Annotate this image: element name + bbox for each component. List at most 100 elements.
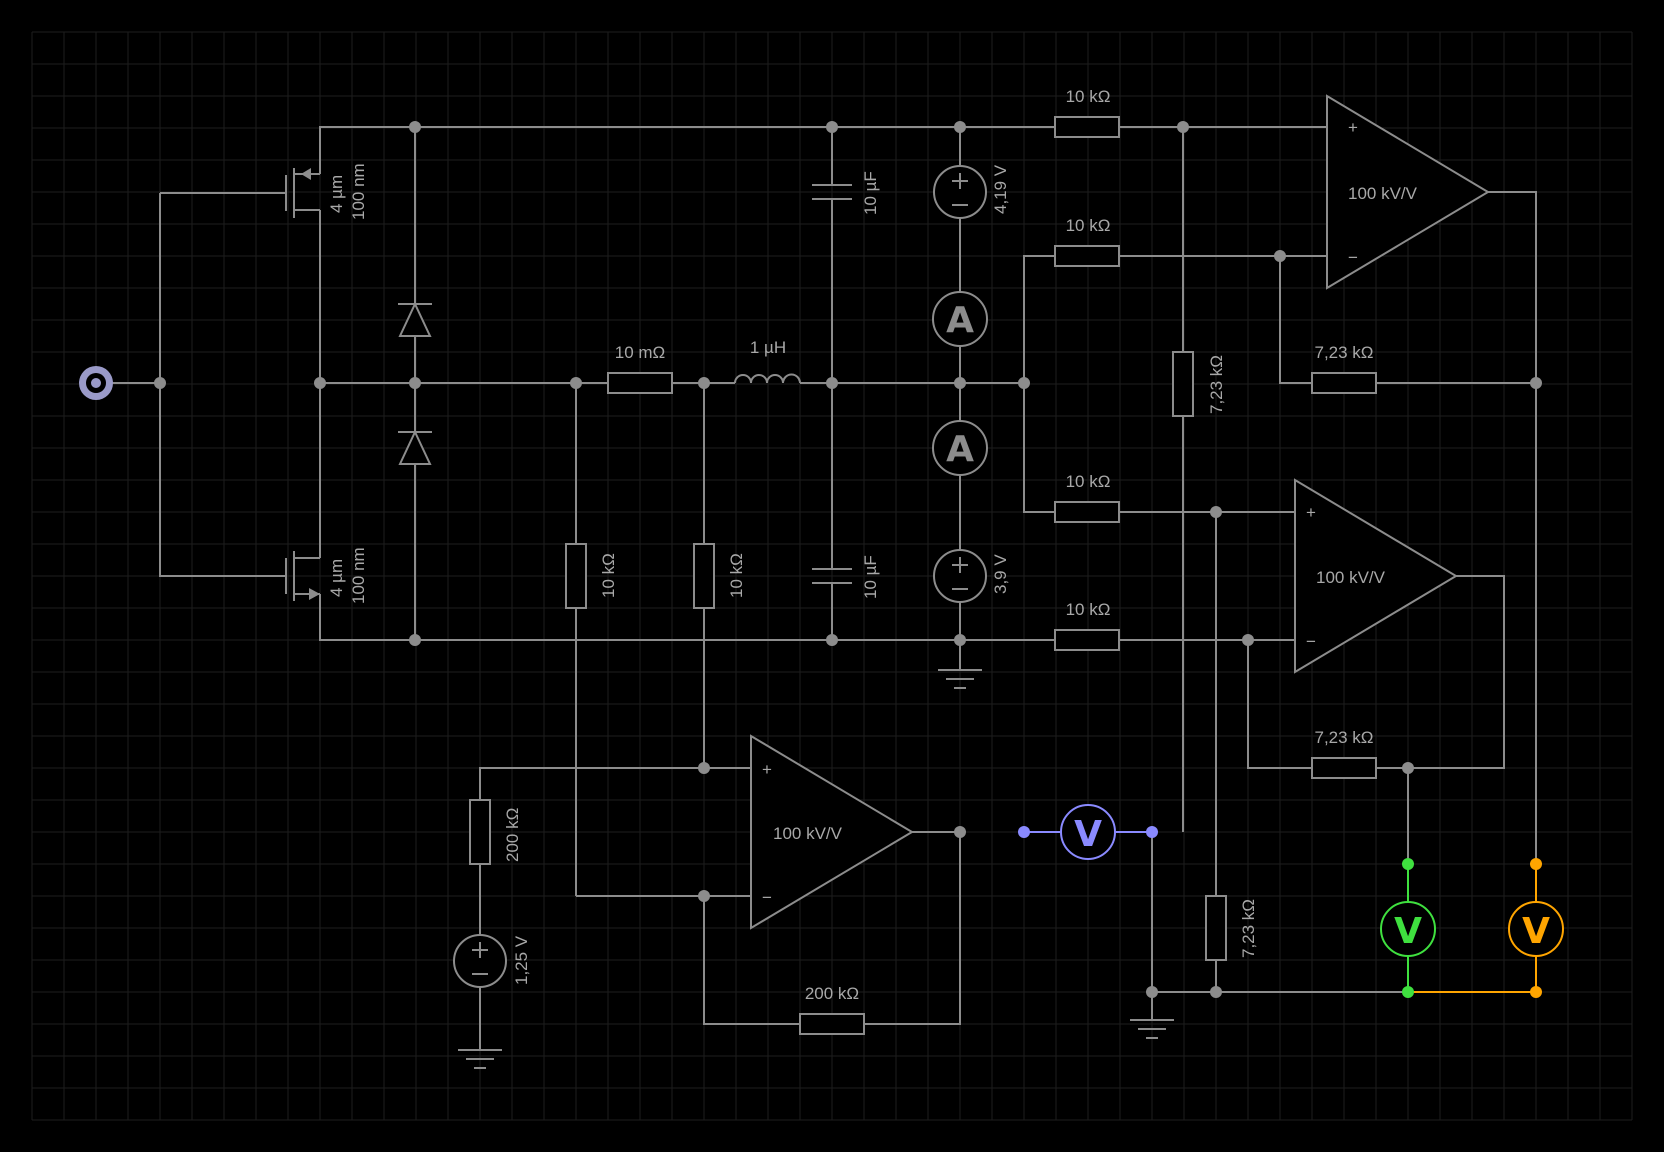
resistor-icon[interactable] bbox=[1054, 501, 1120, 523]
junction-dot bbox=[826, 377, 838, 389]
junction-dot bbox=[826, 121, 838, 133]
junction-dot bbox=[1274, 250, 1286, 262]
inductor-icon[interactable] bbox=[734, 373, 801, 384]
resistor-icon[interactable] bbox=[1311, 372, 1377, 394]
ground-icon bbox=[458, 1049, 502, 1069]
capacitor-icon[interactable] bbox=[812, 184, 852, 200]
junction-dot bbox=[1146, 986, 1158, 998]
junction-dot bbox=[1210, 986, 1222, 998]
resistor-icon[interactable] bbox=[1054, 629, 1120, 651]
opamp-mid-gain: 100 kV/V bbox=[1316, 568, 1386, 587]
junction-dot bbox=[409, 634, 421, 646]
pmos-icon[interactable]: 4 µm 100 nm bbox=[285, 163, 368, 220]
svg-text:+: + bbox=[762, 760, 772, 779]
junction-dot bbox=[954, 634, 966, 646]
vsrc-ref-label: 1,25 V bbox=[512, 935, 531, 985]
res-lower-mid-label: 10 kΩ bbox=[1066, 472, 1111, 491]
ground-icon bbox=[938, 669, 982, 689]
wires bbox=[83, 126, 1537, 1050]
resistor-icon[interactable] bbox=[693, 543, 715, 609]
capacitor-icon[interactable] bbox=[812, 568, 852, 584]
res-top-label: 10 kΩ bbox=[1066, 87, 1111, 106]
resistor-icon[interactable] bbox=[1311, 757, 1377, 779]
cap-bottom-label: 10 µF bbox=[861, 555, 880, 599]
junction-dot bbox=[826, 634, 838, 646]
junction-dot bbox=[409, 377, 421, 389]
junction-dot bbox=[1177, 121, 1189, 133]
resistor-icon[interactable] bbox=[1054, 245, 1120, 267]
opamp-top-gain: 100 kV/V bbox=[1348, 184, 1418, 203]
vsrc-bottom-label: 3,9 V bbox=[991, 554, 1010, 594]
ammeter-icon[interactable]: A bbox=[932, 420, 988, 476]
junction-dot bbox=[1018, 377, 1030, 389]
res-bottom-label: 10 kΩ bbox=[1066, 600, 1111, 619]
vsrc-top-label: 4,19 V bbox=[991, 164, 1010, 214]
svg-text:V: V bbox=[1522, 911, 1550, 952]
voltage-source-icon[interactable] bbox=[933, 549, 987, 603]
voltmeter-icon[interactable]: V bbox=[1508, 901, 1564, 957]
junction-dot bbox=[1530, 377, 1542, 389]
res-200k-ref-label: 200 kΩ bbox=[503, 808, 522, 862]
input-port-icon[interactable] bbox=[79, 366, 113, 400]
junction-dot bbox=[954, 377, 966, 389]
junction-dot bbox=[698, 377, 710, 389]
resistor-icon[interactable] bbox=[469, 799, 491, 865]
opamp-icon[interactable]: + − 100 kV/V bbox=[750, 734, 914, 930]
junction-dot bbox=[1402, 762, 1414, 774]
svg-text:−: − bbox=[1306, 632, 1316, 651]
voltmeter-icon[interactable]: V bbox=[1380, 901, 1436, 957]
fet-top-width-label: 4 µm bbox=[327, 175, 346, 213]
res-200k-fb-label: 200 kΩ bbox=[805, 984, 859, 1003]
svg-text:V: V bbox=[1074, 814, 1102, 855]
res-upper-mid-label: 10 kΩ bbox=[1066, 216, 1111, 235]
resistor-icon[interactable] bbox=[1172, 351, 1194, 417]
res-fb-mid-label: 7,23 kΩ bbox=[1314, 728, 1373, 747]
junction-dot bbox=[570, 377, 582, 389]
svg-text:−: − bbox=[1348, 248, 1358, 267]
res-vert-7k-bottom-label: 7,23 kΩ bbox=[1239, 899, 1258, 958]
ground-icon bbox=[1130, 1019, 1174, 1039]
voltage-source-icon[interactable] bbox=[453, 934, 507, 988]
svg-text:A: A bbox=[946, 429, 974, 470]
junction-dot bbox=[698, 890, 710, 902]
ammeter-icon[interactable]: A bbox=[932, 291, 988, 347]
resistor-icon[interactable] bbox=[607, 372, 673, 394]
junction-dot bbox=[954, 826, 966, 838]
junction-dot bbox=[1242, 634, 1254, 646]
fet-top-length-label: 100 nm bbox=[349, 163, 368, 220]
resistor-icon[interactable] bbox=[1054, 116, 1120, 138]
svg-text:+: + bbox=[1348, 118, 1358, 137]
inductor-label: 1 µH bbox=[750, 338, 786, 357]
res-div-left-label: 10 kΩ bbox=[599, 553, 618, 598]
junction-dot bbox=[314, 377, 326, 389]
diode-icon[interactable] bbox=[398, 429, 432, 465]
cap-top-label: 10 µF bbox=[861, 171, 880, 215]
svg-text:+: + bbox=[1306, 503, 1316, 522]
junction-dot bbox=[1210, 506, 1222, 518]
voltmeter-icon[interactable]: V bbox=[1060, 804, 1116, 860]
fet-bottom-length-label: 100 nm bbox=[349, 547, 368, 604]
nmos-icon[interactable]: 4 µm 100 nm bbox=[285, 547, 368, 604]
svg-text:V: V bbox=[1394, 911, 1422, 952]
junction-dot bbox=[409, 121, 421, 133]
opamp-bottom-gain: 100 kV/V bbox=[773, 824, 843, 843]
resistor-icon[interactable] bbox=[799, 1013, 865, 1035]
opamp-icon[interactable]: + − 100 kV/V bbox=[1326, 94, 1490, 290]
resistor-icon[interactable] bbox=[1205, 895, 1227, 961]
diode-icon[interactable] bbox=[398, 301, 432, 337]
res-shunt-label: 10 mΩ bbox=[615, 343, 666, 362]
svg-text:A: A bbox=[946, 300, 974, 341]
probe-dots bbox=[1018, 826, 1542, 998]
resistor-icon[interactable] bbox=[565, 543, 587, 609]
voltage-source-icon[interactable] bbox=[933, 165, 987, 219]
fet-bottom-width-label: 4 µm bbox=[327, 559, 346, 597]
junction-dot bbox=[698, 762, 710, 774]
junction-dot bbox=[154, 377, 166, 389]
res-div-right-label: 10 kΩ bbox=[727, 553, 746, 598]
svg-text:−: − bbox=[762, 888, 772, 907]
opamp-icon[interactable]: + − 100 kV/V bbox=[1294, 478, 1458, 674]
junction-dot bbox=[954, 121, 966, 133]
junction-dots bbox=[154, 121, 1542, 998]
